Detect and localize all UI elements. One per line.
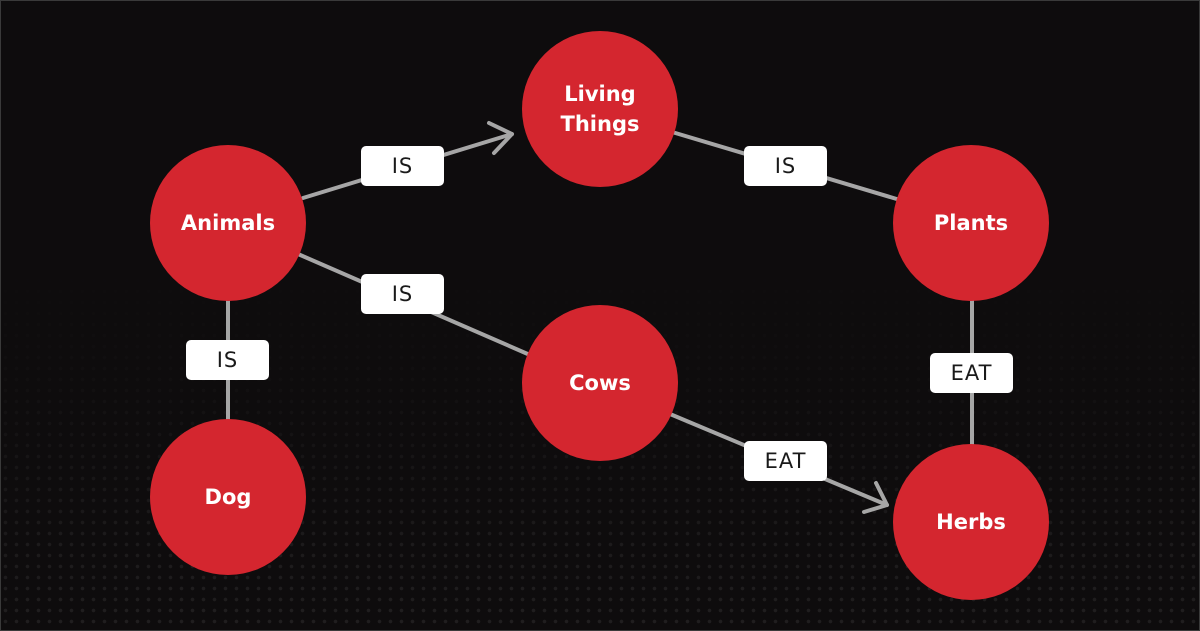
node-animals: Animals <box>150 145 306 301</box>
edge-label-animals-cows: IS <box>361 274 444 314</box>
edge-label-living-things-plants: IS <box>744 146 827 186</box>
node-living-things: Living Things <box>522 31 678 187</box>
edge-label-animals-dog: IS <box>186 340 269 380</box>
node-herbs: Herbs <box>893 444 1049 600</box>
arrowhead-living-things <box>487 121 514 155</box>
arrowhead-herbs <box>862 481 889 514</box>
edge-label-cows-herbs: EAT <box>744 441 827 481</box>
edge-label-plants-herbs: EAT <box>930 353 1013 393</box>
node-cows: Cows <box>522 305 678 461</box>
node-dog: Dog <box>150 419 306 575</box>
edge-label-animals-living-things: IS <box>361 146 444 186</box>
node-plants: Plants <box>893 145 1049 301</box>
